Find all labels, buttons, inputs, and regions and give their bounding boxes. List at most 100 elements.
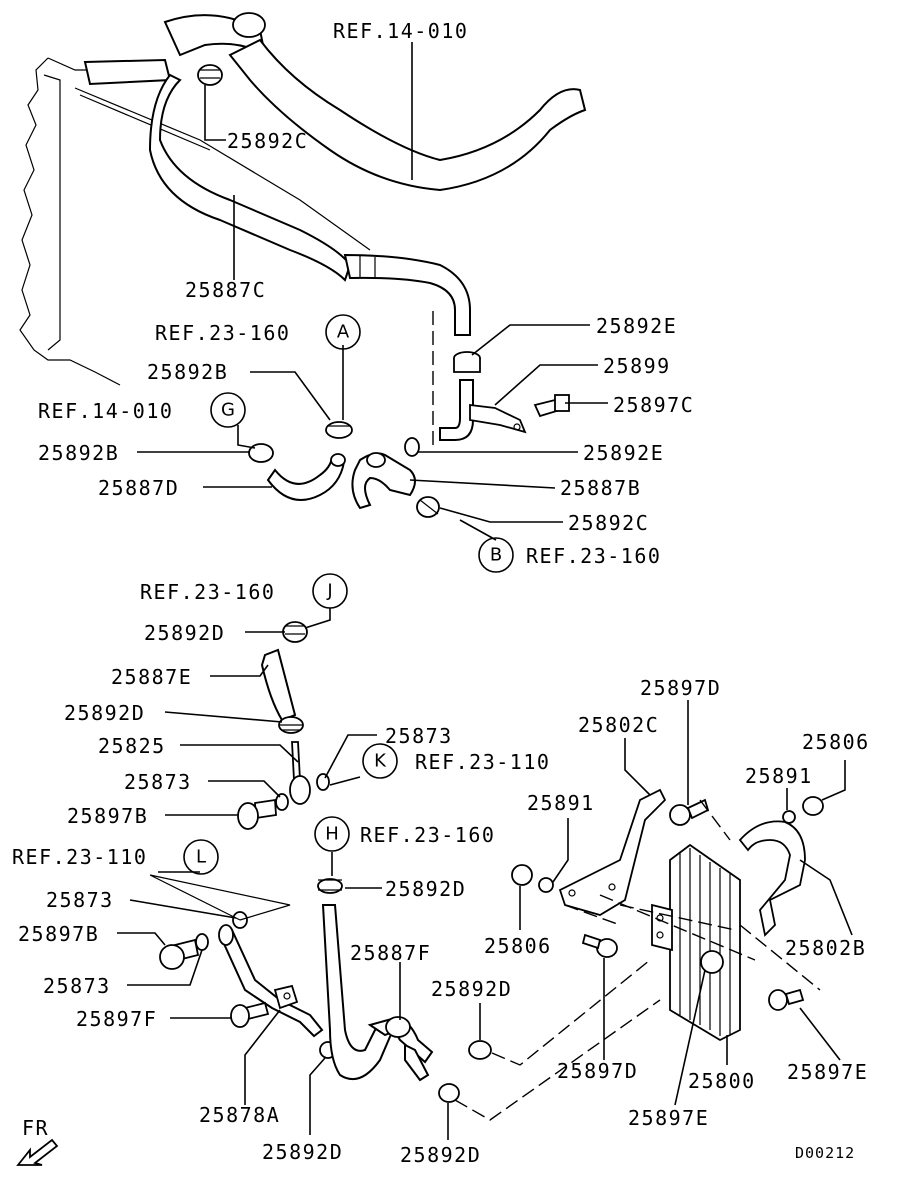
bolt-25897D-bot (581, 933, 618, 958)
label-25897D-top: 25897D (640, 676, 721, 700)
label-25887D: 25887D (98, 476, 179, 500)
label-25897E-right: 25897E (787, 1060, 868, 1084)
bracket-25802B (738, 820, 806, 937)
dashed-connectors (149, 305, 821, 1121)
front-direction-indicator: FR (16, 1116, 59, 1166)
pipe-25878A (218, 924, 324, 1038)
label-25892D-E: 25892D (64, 701, 145, 725)
fr-arrow-icon (16, 1138, 59, 1166)
clamp-25892B-lower (248, 443, 274, 463)
washer-25873-right (316, 773, 330, 791)
label-ref-23-160-H: REF.23-160 (360, 823, 495, 847)
label-25892B-upper: 25892B (147, 360, 228, 384)
label-25892B-lower: 25892B (38, 441, 119, 465)
label-25878A: 25878A (199, 1103, 280, 1127)
bolt-25897C (533, 394, 570, 418)
label-25873-lower2: 25873 (43, 974, 111, 998)
label-25892D-bot1: 25892D (262, 1140, 343, 1164)
ref-circle-G: G (210, 392, 246, 428)
ref-circle-L: L (183, 839, 219, 875)
label-25892C-top: 25892C (227, 129, 308, 153)
label-25806-top: 25806 (802, 730, 870, 754)
bushing-25806-mid (511, 864, 533, 886)
label-ref-23-160-J: REF.23-160 (140, 580, 275, 604)
label-25892D-J: 25892D (144, 621, 225, 645)
washer-25873-left (275, 793, 289, 811)
pipe-25899 (439, 379, 527, 441)
clamp-25892D-mid (468, 1040, 492, 1060)
label-25887E: 25887E (111, 665, 192, 689)
label-25800: 25800 (688, 1069, 756, 1093)
bushing-25806-top (802, 796, 824, 816)
clamp-25892D-bot2 (438, 1083, 460, 1103)
label-25802C: 25802C (578, 713, 659, 737)
label-25873-left: 25873 (124, 770, 192, 794)
label-25891-top: 25891 (745, 764, 813, 788)
label-25825: 25825 (98, 734, 166, 758)
label-25897F: 25897F (76, 1007, 157, 1031)
hose-25887C (148, 73, 471, 336)
label-25897E-bot: 25897E (628, 1106, 709, 1130)
label-ref-23-110-K: REF.23-110 (415, 750, 550, 774)
label-25897B-lower: 25897B (18, 922, 99, 946)
label-ref-14-010-top: REF.14-010 (333, 19, 468, 43)
bolt-25897E-right (768, 988, 805, 1011)
pipe-25825 (289, 741, 311, 805)
oil-cooler-25800 (651, 843, 741, 1042)
bolt-25897B-lower (159, 938, 200, 970)
label-ref-23-110-L: REF.23-110 (12, 845, 147, 869)
clamp-25892D-H (317, 878, 343, 894)
bolt-25897B-upper (237, 798, 277, 830)
label-25892D-bot2: 25892D (400, 1143, 481, 1167)
label-25887F: 25887F (350, 941, 431, 965)
label-25897C: 25897C (613, 393, 694, 417)
label-ref-23-160-B: REF.23-160 (526, 544, 661, 568)
footer-code: D00212 (795, 1144, 855, 1162)
label-25892D-H: 25892D (385, 877, 466, 901)
clamp-25892E-top (453, 351, 481, 373)
label-ref-23-160-A: REF.23-160 (155, 321, 290, 345)
bolt-25897E-bot (700, 950, 724, 974)
radiator-outline (19, 57, 371, 386)
hose-25887F (321, 904, 434, 1082)
label-25897D-bot: 25897D (557, 1059, 638, 1083)
label-25892C-mid: 25892C (568, 511, 649, 535)
ref-circle-H: H (314, 816, 350, 852)
bracket-25802C (558, 788, 667, 916)
circle-A-label: A (337, 322, 350, 343)
clamp-25892E-mid (404, 437, 420, 457)
circle-L-label: L (196, 847, 206, 868)
clamp-25892B-upper (325, 421, 353, 439)
washer-25873-lower2 (195, 933, 209, 951)
label-25892D-mid: 25892D (431, 977, 512, 1001)
washer-25891-mid (538, 877, 554, 893)
circle-J-label: J (326, 581, 332, 602)
clamp-25892D-E (278, 716, 304, 734)
label-25892E-top: 25892E (596, 314, 677, 338)
leader-lines (117, 42, 853, 1140)
clamp-25892D-J (282, 621, 308, 643)
hose-25887E (260, 648, 297, 722)
label-25887B: 25887B (560, 476, 641, 500)
ref-circle-K: K (362, 743, 398, 779)
ref-circle-A: A (325, 314, 361, 350)
label-ref-14-010-G: REF.14-010 (38, 399, 173, 423)
label-25873-right: 25873 (385, 724, 453, 748)
circle-G-label: G (221, 400, 235, 421)
label-25873-lower1: 25873 (46, 888, 114, 912)
label-25887C: 25887C (185, 278, 266, 302)
ref-circle-B: B (478, 537, 514, 573)
label-25897B-upper: 25897B (67, 804, 148, 828)
part-labels: REF.14-010 25892C 25887C REF.23-160 2589… (12, 19, 870, 1167)
hose-25887B (351, 452, 416, 510)
ref-circle-J: J (312, 573, 348, 609)
circle-B-label: B (490, 545, 502, 566)
circle-H-label: H (325, 824, 339, 845)
clamp-25892C-top (197, 64, 223, 86)
label-25891-mid: 25891 (527, 791, 595, 815)
clamp-25892C-mid (416, 496, 440, 518)
washer-25891-top (782, 810, 796, 824)
bolt-25897F (230, 1001, 270, 1028)
circle-K-label: K (374, 751, 387, 772)
